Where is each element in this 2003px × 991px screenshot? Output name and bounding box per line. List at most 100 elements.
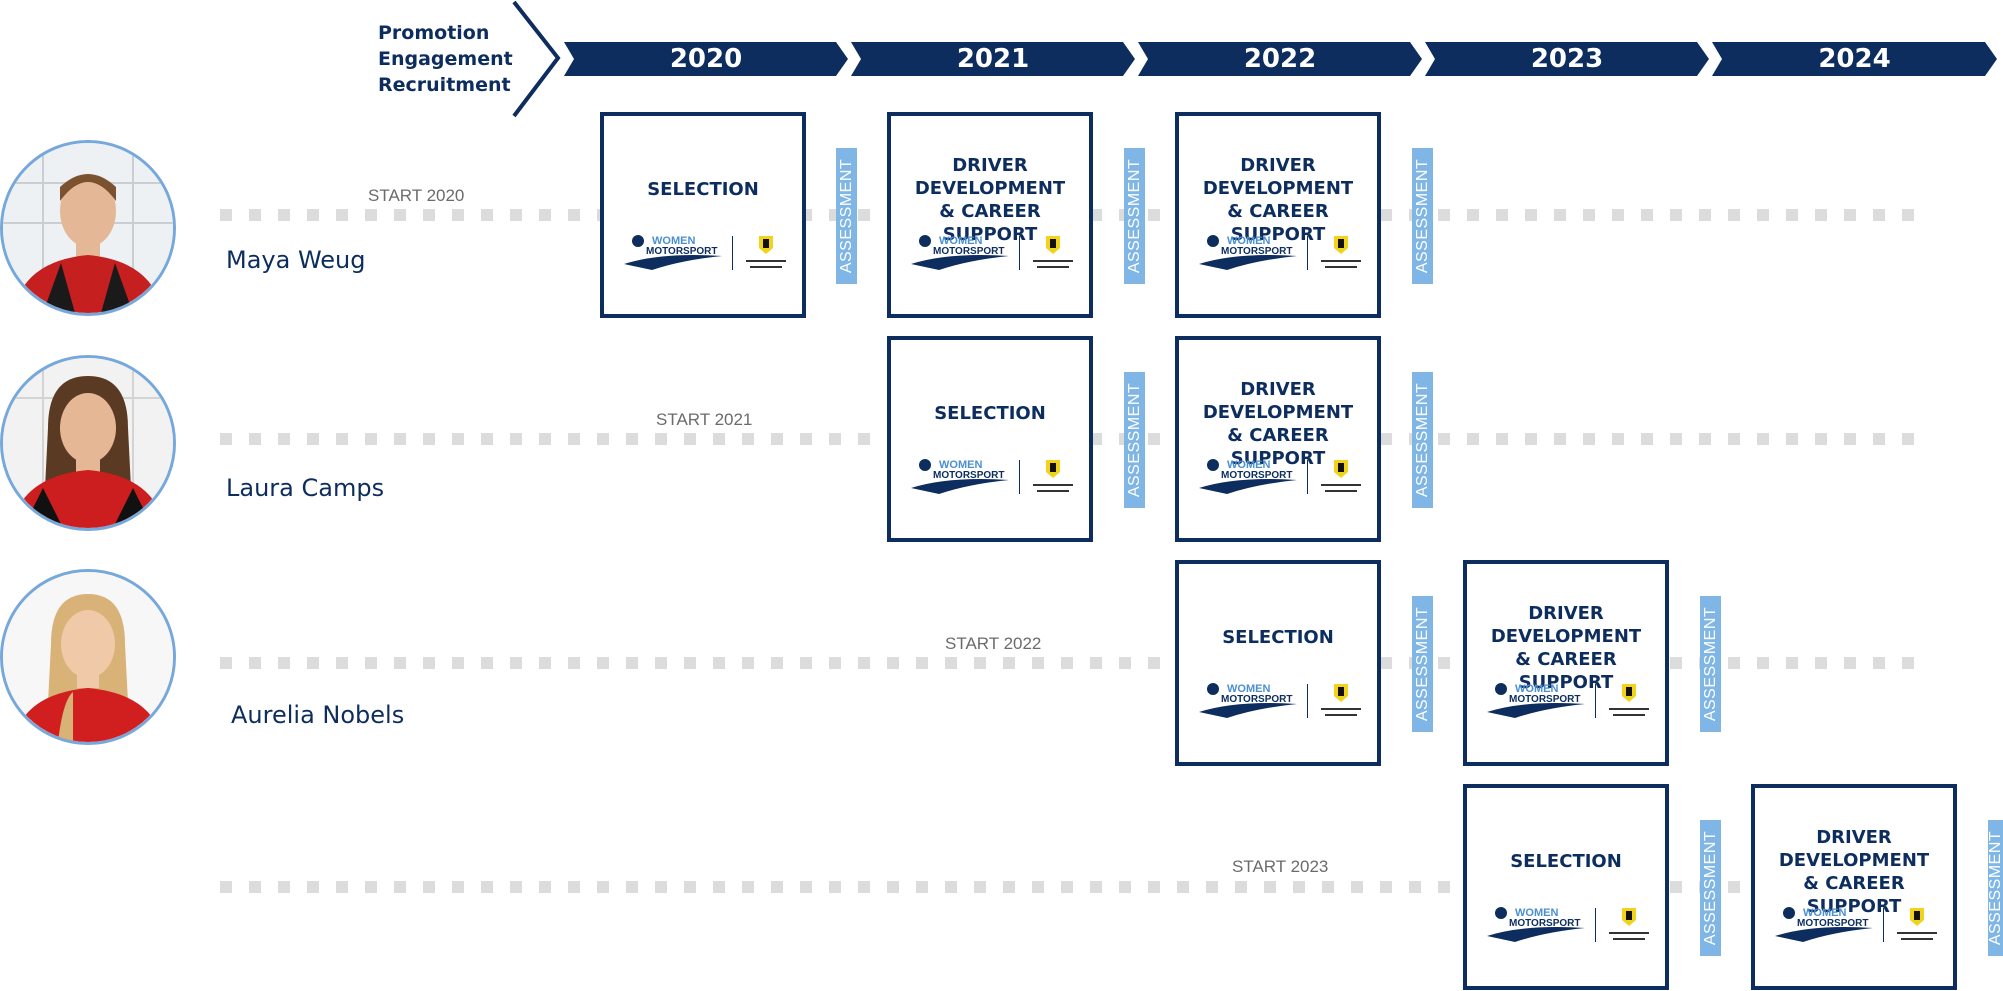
logo-motorsport-text: MOTORSPORT xyxy=(1509,918,1581,929)
header-line-recruitment: Recruitment xyxy=(378,74,511,96)
stage-title: SELECTION xyxy=(934,403,1046,424)
assessment-bar: ASSESSMENT xyxy=(1124,148,1145,284)
ferrari-driver-academy-logo xyxy=(1609,684,1649,716)
driver-name-laura-camps: Laura Camps xyxy=(226,474,385,502)
header-chevron-icon xyxy=(512,0,561,118)
year-arrow-2021: 2021 xyxy=(851,42,1135,76)
logo-divider xyxy=(1595,908,1596,942)
lane-row-4 xyxy=(220,881,1925,893)
logo-motorsport-text: MOTORSPORT xyxy=(1221,246,1293,257)
partner-logos: WOMEN MOTORSPORT xyxy=(909,458,1079,498)
fia-women-in-motorsport-logo: WOMEN MOTORSPORT xyxy=(1485,906,1593,946)
stage-development-row1-2021: DRIVER DEVELOPMENT & CAREER SUPPORT WOME… xyxy=(887,112,1093,318)
assessment-bar: ASSESSMENT xyxy=(1700,820,1721,956)
ferrari-driver-academy-logo xyxy=(746,236,786,268)
driver-photo-icon xyxy=(3,572,173,742)
ferrari-driver-academy-logo xyxy=(1609,908,1649,940)
partner-logos: WOMEN MOTORSPORT xyxy=(1197,234,1367,274)
ferrari-driver-academy-logo xyxy=(1321,236,1361,268)
logo-women-text: WOMEN xyxy=(1515,907,1559,919)
logo-divider xyxy=(732,236,733,270)
stage-title: DRIVER DEVELOPMENT & CAREER SUPPORT xyxy=(1778,827,1930,917)
stage-title: SELECTION xyxy=(647,179,759,200)
assessment-bar: ASSESSMENT xyxy=(1988,820,2003,956)
logo-motorsport-text: MOTORSPORT xyxy=(1509,694,1581,705)
logo-women-text: WOMEN xyxy=(652,235,696,247)
fia-women-in-motorsport-logo: WOMEN MOTORSPORT xyxy=(1485,682,1593,722)
assessment-bar: ASSESSMENT xyxy=(1412,372,1433,508)
logo-divider xyxy=(1019,236,1020,270)
year-arrow-2022: 2022 xyxy=(1138,42,1422,76)
stage-selection-row1: SELECTION WOMEN MOTORSPORT xyxy=(600,112,806,318)
logo-women-text: WOMEN xyxy=(1515,683,1559,695)
year-label-2021: 2021 xyxy=(956,44,1030,74)
partner-logos: WOMEN MOTORSPORT xyxy=(1197,682,1367,722)
header-label: Promotion Engagement Recruitment xyxy=(378,20,518,98)
ferrari-driver-academy-logo xyxy=(1033,460,1073,492)
logo-women-text: WOMEN xyxy=(1803,907,1847,919)
logo-divider xyxy=(1307,684,1308,718)
assessment-bar: ASSESSMENT xyxy=(1124,372,1145,508)
lane-row-3 xyxy=(220,657,1925,669)
year-label-2024: 2024 xyxy=(1818,44,1891,74)
ferrari-driver-academy-logo xyxy=(1321,460,1361,492)
partner-logos: WOMEN MOTORSPORT xyxy=(1485,682,1655,722)
stage-development-row3-2023: DRIVER DEVELOPMENT & CAREER SUPPORT WOME… xyxy=(1463,560,1669,766)
year-label-2023: 2023 xyxy=(1530,44,1604,74)
stage-development-row4-2024: DRIVER DEVELOPMENT & CAREER SUPPORT WOME… xyxy=(1751,784,1957,990)
assessment-bar: ASSESSMENT xyxy=(1412,596,1433,732)
assessment-label: ASSESSMENT xyxy=(1988,830,2003,946)
partner-logos: WOMEN MOTORSPORT xyxy=(1485,906,1655,946)
fia-women-in-motorsport-logo: WOMEN MOTORSPORT xyxy=(1197,458,1305,498)
partner-logos: WOMEN MOTORSPORT xyxy=(909,234,1079,274)
fia-women-in-motorsport-logo: WOMEN MOTORSPORT xyxy=(1197,234,1305,274)
assessment-label: ASSESSMENT xyxy=(837,158,855,274)
logo-motorsport-text: MOTORSPORT xyxy=(933,470,1005,481)
driver-name-aurelia-nobels: Aurelia Nobels xyxy=(231,701,405,729)
assessment-label: ASSESSMENT xyxy=(1125,158,1143,274)
stage-title: SELECTION xyxy=(1222,627,1334,648)
assessment-label: ASSESSMENT xyxy=(1701,606,1719,722)
logo-motorsport-text: MOTORSPORT xyxy=(933,246,1005,257)
header-line-promotion: Promotion xyxy=(378,22,490,44)
fia-women-in-motorsport-logo: WOMEN MOTORSPORT xyxy=(909,234,1017,274)
stage-development-row1-2022: DRIVER DEVELOPMENT & CAREER SUPPORT WOME… xyxy=(1175,112,1381,318)
year-arrow-2020: 2020 xyxy=(564,42,848,76)
assessment-label: ASSESSMENT xyxy=(1125,382,1143,498)
ferrari-driver-academy-logo xyxy=(1321,684,1361,716)
fia-women-in-motorsport-logo: WOMEN MOTORSPORT xyxy=(909,458,1017,498)
logo-motorsport-text: MOTORSPORT xyxy=(646,246,718,257)
avatar-laura-camps xyxy=(0,355,176,531)
logo-women-text: WOMEN xyxy=(1227,683,1271,695)
driver-photo-icon xyxy=(3,143,173,313)
logo-women-text: WOMEN xyxy=(939,235,983,247)
partner-logos: WOMEN MOTORSPORT xyxy=(1197,458,1367,498)
stage-selection-row4: SELECTION WOMEN MOTORSPORT xyxy=(1463,784,1669,990)
partner-logos: WOMEN MOTORSPORT xyxy=(1773,906,1943,946)
driver-photo-icon xyxy=(3,358,173,528)
fia-women-in-motorsport-logo: WOMEN MOTORSPORT xyxy=(1773,906,1881,946)
avatar-maya-weug xyxy=(0,140,176,316)
logo-motorsport-text: MOTORSPORT xyxy=(1797,918,1869,929)
assessment-bar: ASSESSMENT xyxy=(836,148,857,284)
year-arrow-2023: 2023 xyxy=(1425,42,1709,76)
logo-women-text: WOMEN xyxy=(1227,235,1271,247)
year-arrow-2024: 2024 xyxy=(1712,42,1997,76)
partner-logos: WOMEN MOTORSPORT xyxy=(622,234,792,274)
driver-name-maya-weug: Maya Weug xyxy=(226,246,366,274)
header-line-engagement: Engagement xyxy=(378,48,513,70)
stage-title: DRIVER DEVELOPMENT & CAREER SUPPORT xyxy=(1202,379,1354,469)
start-label-2023: START 2023 xyxy=(1232,857,1329,876)
stage-selection-row2: SELECTION WOMEN MOTORSPORT xyxy=(887,336,1093,542)
assessment-label: ASSESSMENT xyxy=(1413,606,1431,722)
year-label-2022: 2022 xyxy=(1243,44,1317,74)
assessment-bar: ASSESSMENT xyxy=(1700,596,1721,732)
assessment-bar: ASSESSMENT xyxy=(1412,148,1433,284)
logo-motorsport-text: MOTORSPORT xyxy=(1221,470,1293,481)
stage-title: DRIVER DEVELOPMENT & CAREER SUPPORT xyxy=(1490,603,1642,693)
logo-divider xyxy=(1307,236,1308,270)
assessment-label: ASSESSMENT xyxy=(1413,382,1431,498)
avatar-aurelia-nobels xyxy=(0,569,176,745)
year-label-2020: 2020 xyxy=(669,44,743,74)
fia-women-in-motorsport-logo: WOMEN MOTORSPORT xyxy=(622,234,730,274)
